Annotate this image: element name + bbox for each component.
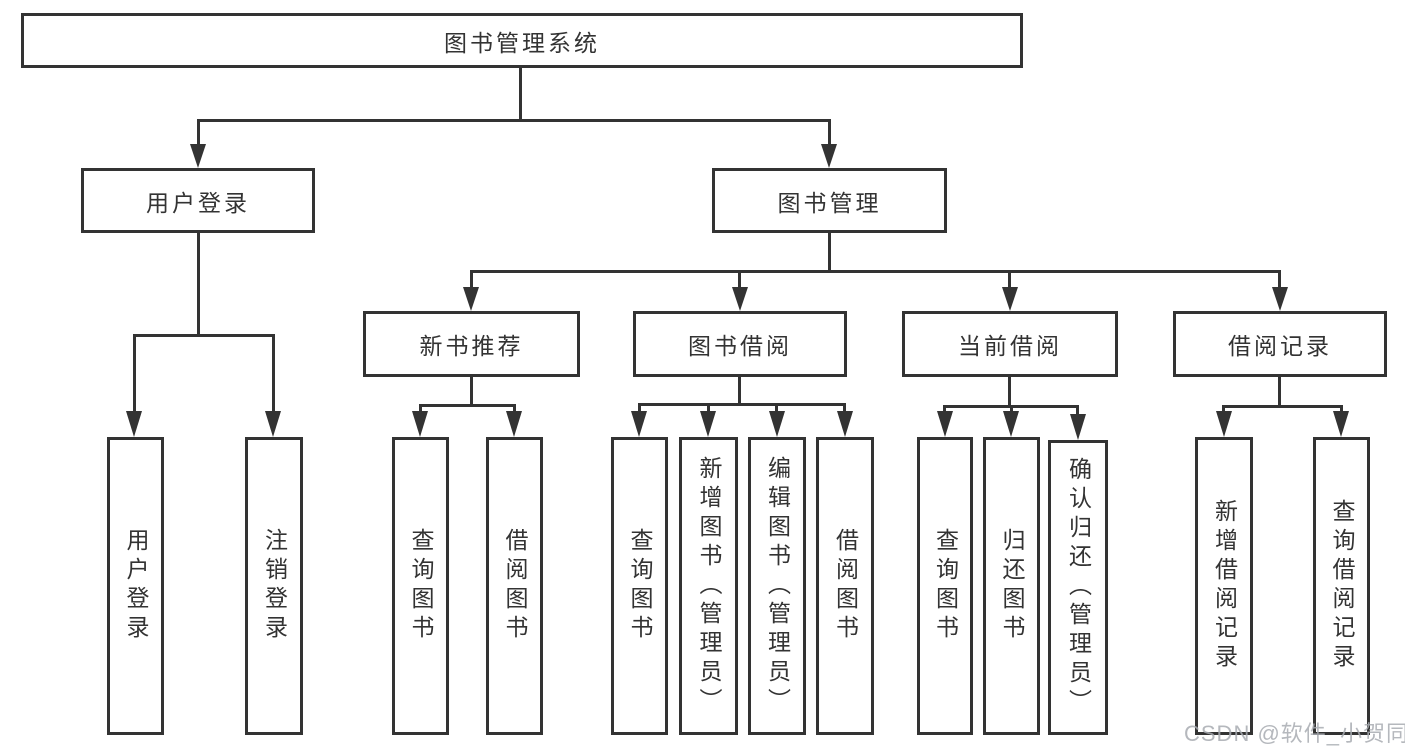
arrowhead-down-icon <box>506 411 522 437</box>
arrowhead-down-icon <box>412 411 428 437</box>
node-root-book-management-system: 图书管理系统 <box>21 13 1023 68</box>
connector-line <box>1222 405 1225 415</box>
node-book-management: 图书管理 <box>712 168 947 233</box>
connector-line <box>707 403 710 416</box>
connector-line <box>470 270 1281 273</box>
connector-line <box>513 404 516 416</box>
connector-line <box>1076 405 1079 415</box>
arrowhead-down-icon <box>821 144 837 168</box>
connector-line <box>738 377 741 405</box>
arrowhead-down-icon <box>769 411 785 437</box>
leaf-query-books-recommend: 查询图书 <box>392 437 449 735</box>
connector-line <box>470 377 473 406</box>
connector-line <box>1278 377 1281 407</box>
arrowhead-down-icon <box>837 411 853 437</box>
connector-line <box>419 404 422 416</box>
node-new-book-recommend: 新书推荐 <box>363 311 580 377</box>
connector-line <box>272 334 275 414</box>
arrowhead-down-icon <box>631 411 647 437</box>
arrowhead-down-icon <box>1003 411 1019 437</box>
connector-line <box>197 119 831 122</box>
node-borrow-records: 借阅记录 <box>1173 311 1387 377</box>
leaf-query-books-borrow: 查询图书 <box>611 437 668 735</box>
connector-line <box>470 270 473 290</box>
arrowhead-down-icon <box>126 411 142 437</box>
arrowhead-down-icon <box>1216 411 1232 437</box>
arrowhead-down-icon <box>463 287 479 311</box>
arrowhead-down-icon <box>1002 287 1018 311</box>
leaf-user-login: 用户登录 <box>107 437 164 735</box>
node-book-borrow: 图书借阅 <box>633 311 847 377</box>
csdn-watermark: CSDN @软件_小贺同学 <box>1184 721 1405 746</box>
leaf-logout: 注销登录 <box>245 437 303 735</box>
connector-line <box>1010 405 1013 415</box>
leaf-add-books-admin: 新增图书（管理员） <box>679 437 738 735</box>
connector-line <box>1008 377 1011 407</box>
arrowhead-down-icon <box>1070 414 1086 440</box>
arrowhead-down-icon <box>265 411 281 437</box>
connector-line <box>638 403 846 406</box>
connector-line <box>1008 270 1011 290</box>
arrowhead-down-icon <box>1272 287 1288 311</box>
connector-line <box>828 119 831 146</box>
leaf-query-books-current: 查询图书 <box>917 437 973 735</box>
connector-line <box>943 405 946 415</box>
connector-line <box>738 270 741 290</box>
connector-line <box>638 403 641 416</box>
leaf-borrow-books-recommend: 借阅图书 <box>486 437 543 735</box>
connector-line <box>197 233 200 336</box>
leaf-query-borrow-record: 查询借阅记录 <box>1313 437 1370 735</box>
node-current-borrow: 当前借阅 <box>902 311 1118 377</box>
connector-line <box>775 403 778 416</box>
arrowhead-down-icon <box>700 411 716 437</box>
leaf-confirm-return-admin: 确认归还（管理员） <box>1048 440 1108 735</box>
connector-line <box>843 403 846 416</box>
connector-line <box>419 404 516 407</box>
leaf-add-borrow-record: 新增借阅记录 <box>1195 437 1253 735</box>
arrowhead-down-icon <box>732 287 748 311</box>
connector-line <box>133 334 275 337</box>
leaf-return-books: 归还图书 <box>983 437 1040 735</box>
connector-line <box>1222 405 1343 408</box>
leaf-borrow-books-borrow: 借阅图书 <box>816 437 874 735</box>
connector-line <box>133 334 136 414</box>
node-user-login: 用户登录 <box>81 168 315 233</box>
connector-line <box>519 68 522 119</box>
arrowhead-down-icon <box>937 411 953 437</box>
connector-line <box>197 119 200 146</box>
connector-line <box>1278 270 1281 290</box>
arrowhead-down-icon <box>1333 411 1349 437</box>
connector-line <box>828 233 831 272</box>
connector-line <box>1340 405 1343 415</box>
arrowhead-down-icon <box>190 144 206 168</box>
leaf-edit-books-admin: 编辑图书（管理员） <box>748 437 806 735</box>
